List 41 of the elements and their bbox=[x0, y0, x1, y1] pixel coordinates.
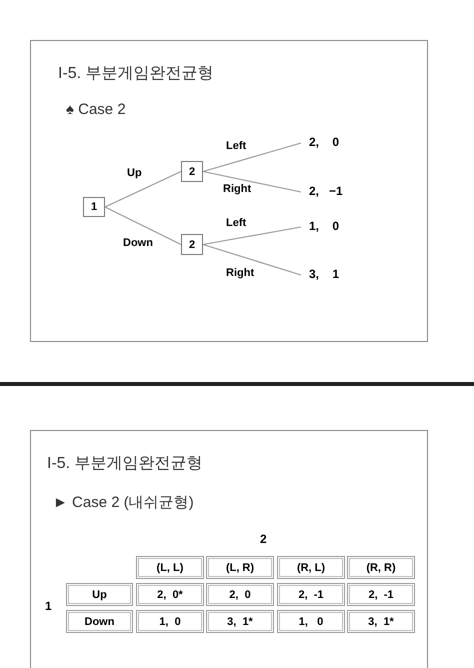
row-header-cell: Up bbox=[66, 583, 133, 606]
row-header-cell: Down bbox=[66, 610, 133, 633]
branch-line bbox=[202, 142, 302, 172]
payoff-text: 1, 0 bbox=[301, 219, 340, 233]
strategy-cell: (L, R) bbox=[206, 556, 274, 579]
slide-frame bbox=[30, 430, 428, 668]
payoff-cell: 3, 1* bbox=[347, 610, 415, 633]
case-heading: ♠ Case 2 bbox=[66, 101, 126, 118]
player-node: 1 bbox=[83, 197, 105, 217]
edge-label: Right bbox=[223, 183, 252, 195]
strategy-cell: (R, L) bbox=[277, 556, 345, 579]
branch-line bbox=[104, 206, 182, 245]
payoff-text: 2, −1 bbox=[301, 184, 343, 198]
payoff-cell: 2, 0* bbox=[136, 583, 204, 606]
payoff-cell: 2, -1 bbox=[347, 583, 415, 606]
edge-label: Down bbox=[123, 237, 153, 249]
payoff-text: 2, 0 bbox=[301, 135, 340, 149]
edge-label: Up bbox=[127, 167, 142, 179]
branch-line bbox=[202, 244, 302, 276]
strategy-cell: (L, L) bbox=[136, 556, 204, 579]
player2-label: 2 bbox=[260, 532, 267, 546]
edge-label: Left bbox=[226, 217, 246, 229]
edge-label: Right bbox=[226, 267, 254, 279]
payoff-text: 3, 1 bbox=[301, 267, 340, 281]
edge-label: Left bbox=[226, 140, 246, 152]
payoff-cell: 3, 1* bbox=[206, 610, 274, 633]
slide-title: I-5. 부분게임완전균형 bbox=[58, 64, 214, 84]
payoff-cell: 1, 0 bbox=[277, 610, 345, 633]
payoff-cell: 2, 0 bbox=[206, 583, 274, 606]
strategy-cell: (R, R) bbox=[347, 556, 415, 579]
payoff-cell: 2, -1 bbox=[277, 583, 345, 606]
player-node: 2 bbox=[181, 161, 203, 182]
player1-label: 1 bbox=[45, 599, 52, 613]
branch-line bbox=[202, 170, 302, 193]
player-node: 2 bbox=[181, 234, 203, 255]
slide-frame bbox=[30, 40, 428, 342]
slide-title: I-5. 부분게임완전균형 bbox=[47, 454, 203, 474]
payoff-cell: 1, 0 bbox=[136, 610, 204, 633]
branch-line bbox=[104, 171, 182, 208]
branch-line bbox=[202, 226, 302, 246]
case-heading: ► Case 2 (내쉬균형) bbox=[53, 493, 194, 512]
